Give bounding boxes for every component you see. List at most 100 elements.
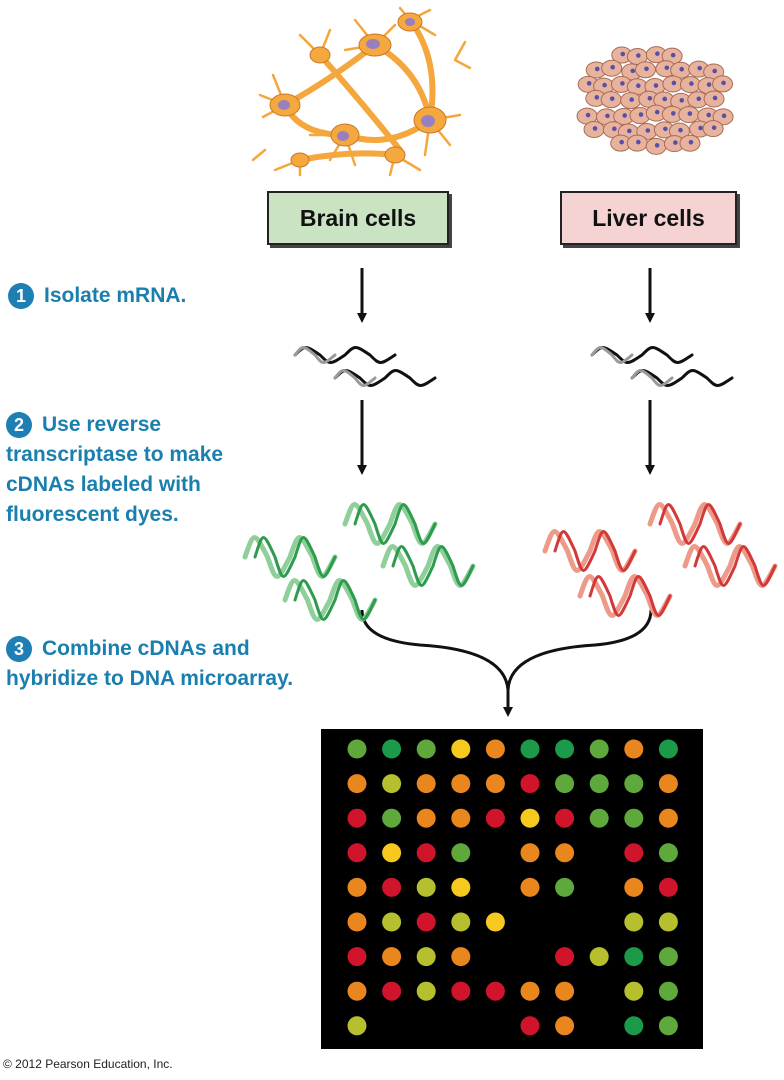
microarray-spot [658,774,678,794]
microarray-spot [416,808,436,828]
microarray-spot [485,774,505,794]
cdna-strand [682,544,778,588]
mrna-strands [293,346,734,387]
liver-cell-nucleus [653,83,659,88]
microarray-spot [485,981,505,1001]
step-3: 3 Combine cDNAs and hybridize to DNA mic… [6,634,293,694]
copyright-notice: © 2012 Pearson Education, Inc. [3,1057,173,1071]
microarray-spot [416,912,436,932]
microarray-spot [624,739,644,759]
microarray-spot [416,947,436,967]
microarray-spot [658,947,678,967]
microarray-spot [347,739,367,759]
microarray-spot [382,877,402,897]
liver-cell-nucleus [622,113,628,118]
microarray-spot [485,912,505,932]
mrna-strand [590,346,694,364]
microarray-spot [555,808,575,828]
microarray-spot [520,877,540,897]
liver-cell-nucleus [679,66,684,72]
liver-cell-nucleus [721,113,727,119]
microarray-spot [589,774,609,794]
microarray-spot [624,947,644,967]
microarray-spot [416,739,436,759]
microarray-spot [555,843,575,863]
microarray-spot [347,774,367,794]
microarray-spot [658,739,678,759]
liver-cell-nucleus [636,53,641,58]
microarray-spot [520,843,540,863]
mrna-strand-shade [590,346,634,364]
liver-cell-nucleus [689,81,694,86]
microarray-spot [485,739,505,759]
liver-cells-label: Liver cells [560,191,737,245]
step-1-number: 1 [8,283,34,309]
liver-cell-nucleus [647,95,653,101]
cdna-strands [242,502,778,622]
liver-cell-nucleus [638,112,644,117]
microarray-spot [347,912,367,932]
microarray-spot [520,981,540,1001]
mrna-strand-shade [630,369,674,387]
microarray-spot [624,1016,644,1036]
microarray-spot [382,739,402,759]
microarray-spot [451,877,471,897]
microarray-panel [321,729,703,1049]
step-2-line-4: fluorescent dyes. [6,503,179,526]
liver-cell-nucleus [627,128,632,134]
liver-cell-nucleus [721,80,726,86]
liver-cell-nucleus [636,83,641,89]
microarray-spot [658,981,678,1001]
mrna-strand [333,369,437,387]
liver-cells-illustration [576,46,734,155]
microarray-spot [624,877,644,897]
liver-cell-nucleus [585,112,591,118]
microarray-spot [555,981,575,1001]
microarray-spot [658,808,678,828]
liver-cell-nucleus [679,98,685,103]
microarray-spot [382,912,402,932]
liver-cell-nucleus [655,51,660,56]
microarray-spot [555,739,575,759]
microarray-spot [416,981,436,1001]
cdna-strand [282,578,378,622]
microarray-spot [451,981,471,1001]
microarray-spot [658,843,678,863]
liver-cell-nucleus [619,139,624,145]
microarray-spot [555,1016,575,1036]
microarray-spot [589,808,609,828]
mrna-strand-shade [293,346,337,364]
liver-cell-nucleus [687,111,693,116]
brain-cells-label: Brain cells [267,191,449,245]
microarray-spot [382,774,402,794]
microarray-spot [347,981,367,1001]
microarray-spot [416,877,436,897]
cdna-strand [577,574,673,618]
step-2-line-1: Use reverse [42,413,162,436]
liver-cell-nucleus [670,111,676,116]
liver-cell-nucleus [678,127,683,133]
step-2-number: 2 [6,412,32,438]
microarray-spot [347,947,367,967]
microarray-spot [520,808,540,828]
microarray-spot [416,774,436,794]
step-1-text: Isolate mRNA. [44,284,187,307]
liver-cell-nucleus [706,82,712,87]
liver-cell-nucleus [662,96,668,102]
liver-cell-nucleus [594,66,600,72]
microarray-spot [485,808,505,828]
liver-cell-nucleus [664,65,670,71]
mrna-strand [293,346,397,364]
liver-cell-nucleus [612,126,617,132]
liver-cell-nucleus [644,66,649,72]
liver-cell-nucleus [712,68,717,74]
liver-cell-nucleus [594,95,600,100]
cdna-strand [647,502,743,546]
microarray-spot [555,947,575,967]
liver-cell-nucleus [630,68,636,74]
microarray-spot [416,843,436,863]
step-3-line-2: hybridize to DNA microarray. [6,667,294,690]
liver-cell-nucleus [602,82,607,88]
microarray-spot [589,739,609,759]
liver-cell-nucleus [663,126,668,132]
